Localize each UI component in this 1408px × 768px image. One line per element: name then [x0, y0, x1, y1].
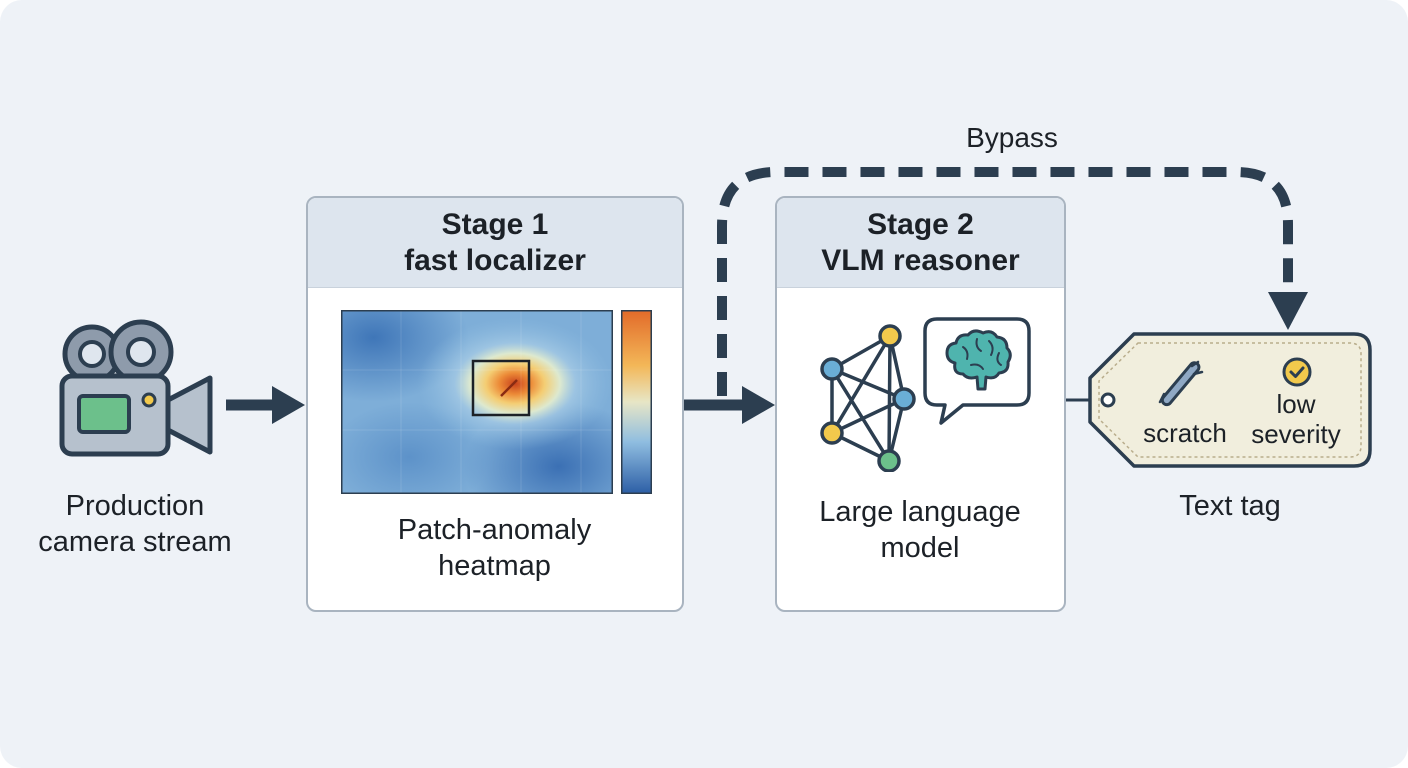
- bypass-label: Bypass: [966, 122, 1058, 153]
- stage1-header: Stage 1 fast localizer: [308, 198, 682, 288]
- check-circle-icon: [1281, 356, 1313, 388]
- stage2-caption-line2: model: [880, 532, 960, 564]
- tag-item-scratch: scratch: [1143, 418, 1227, 448]
- stage2-header: Stage 2 VLM reasoner: [777, 198, 1064, 288]
- video-camera-icon: [58, 318, 218, 458]
- stage1-caption: Patch-anomaly heatmap: [308, 512, 681, 584]
- bypass-arrow: [717, 167, 1308, 396]
- stage1-box: Stage 1 fast localizer: [306, 196, 684, 612]
- tag-item-severity: low severity: [1240, 389, 1352, 449]
- neural-network-icon: [817, 322, 927, 472]
- stage2-title-line1: Stage 2: [867, 207, 974, 241]
- arrow-camera-to-stage1: [226, 386, 305, 424]
- stage1-caption-line2: heatmap: [438, 550, 551, 582]
- text-tag: scratch low severity: [1086, 332, 1376, 470]
- stage2-box: Stage 2 VLM reasoner: [775, 196, 1066, 612]
- anomaly-bounding-box: [471, 359, 531, 417]
- source-label-line2: camera stream: [38, 526, 232, 558]
- patch-anomaly-heatmap: [341, 310, 613, 494]
- arrow-stage1-to-stage2: [684, 386, 775, 424]
- brain-speech-bubble-icon: [923, 317, 1033, 425]
- stage1-title-line1: Stage 1: [441, 207, 549, 241]
- stage1-title-line2: fast localizer: [404, 243, 586, 277]
- tag-item-severity-line1: low: [1276, 389, 1316, 419]
- tag-item-severity-line2: severity: [1251, 419, 1341, 449]
- source-label-line1: Production: [65, 490, 205, 522]
- stage2-caption-line1: Large language: [819, 496, 1021, 528]
- stage2-title-line2: VLM reasoner: [821, 243, 1020, 277]
- output-label: Text tag: [1179, 490, 1281, 522]
- stage2-caption: Large language model: [777, 494, 1063, 566]
- source-label: Production camera stream: [20, 488, 250, 560]
- stage1-caption-line1: Patch-anomaly: [397, 514, 592, 546]
- heatmap-colorbar: [621, 310, 652, 494]
- scratch-icon: [1158, 358, 1204, 410]
